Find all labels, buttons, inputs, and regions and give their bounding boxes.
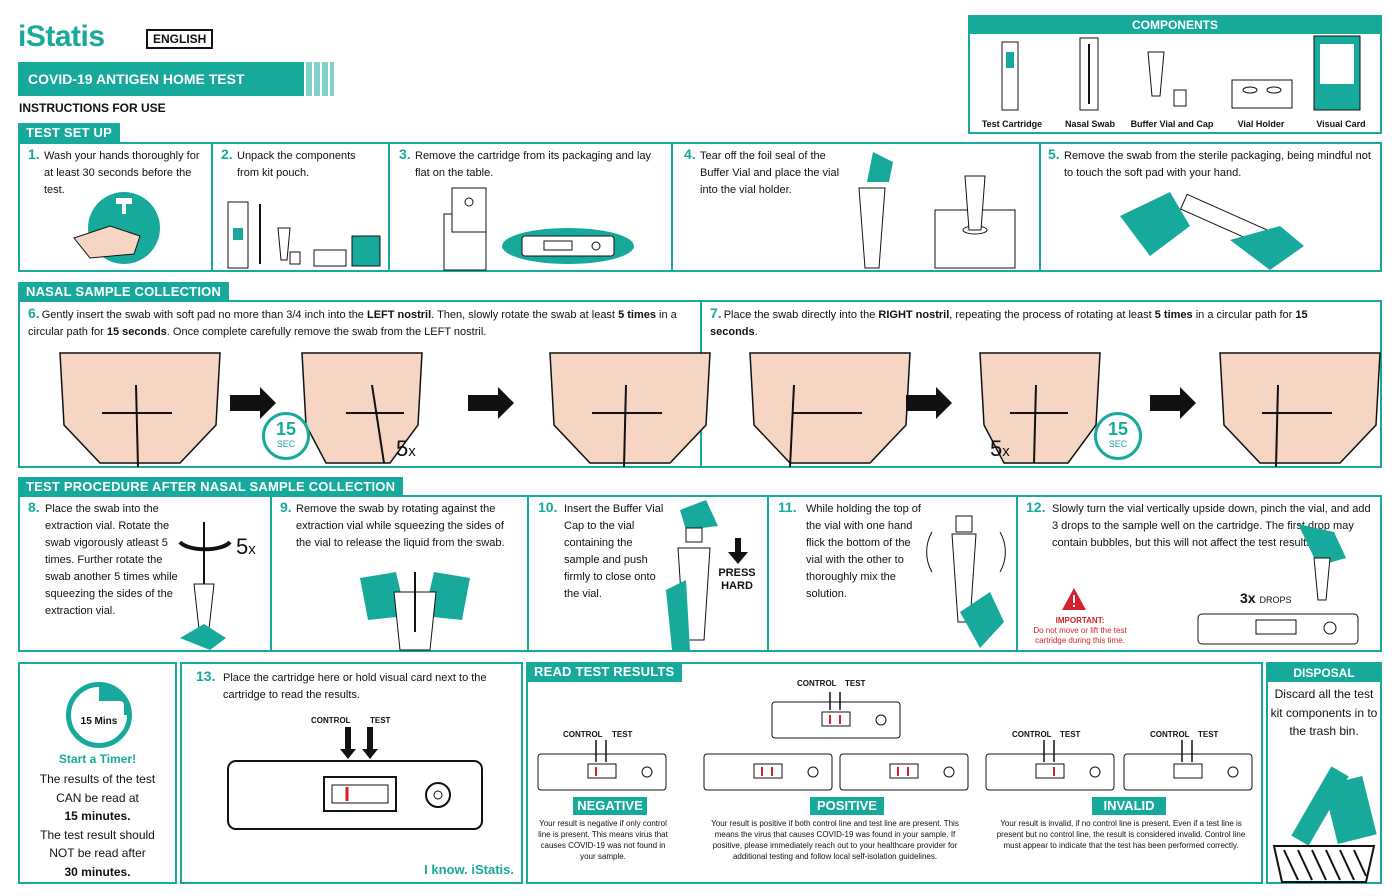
step-13-panel — [180, 662, 523, 884]
component-buffer-vial: Buffer Vial and Cap — [1130, 119, 1214, 129]
kit-contents-illustration — [227, 201, 381, 269]
components-header: COMPONENTS — [970, 17, 1380, 34]
step-9-number: 9. — [280, 499, 292, 515]
result-top-control-label: CONTROL — [797, 679, 837, 688]
times-5-step8: 5x — [236, 534, 256, 559]
results-cartridges-illustration — [537, 692, 1253, 791]
result-neg-control-label: CONTROL — [563, 730, 603, 739]
step-11-number: 11. — [778, 499, 797, 515]
tagline: I know. iStatis. — [424, 862, 514, 877]
step-4-text: Tear off the foil seal of the Buffer Via… — [700, 150, 840, 196]
step-9-text: Remove the swab by rotating against the … — [296, 503, 505, 549]
positive-text: Your result is positive if both control … — [711, 819, 959, 861]
press-cap-illustration — [666, 500, 718, 650]
step-13-control-label: CONTROL — [311, 716, 351, 725]
cartridge-on-table-illustration — [443, 187, 634, 271]
read-results-panel — [526, 662, 1263, 884]
important-warning: Do not move or lift the test cartridge d… — [1033, 626, 1127, 645]
section-header-read: READ TEST RESULTS — [526, 662, 683, 682]
result-inv1-control-label: CONTROL — [1012, 730, 1052, 739]
step-7-text: 7.Place the swab directly into the RIGHT… — [710, 305, 1308, 338]
step-5-number: 5. — [1048, 146, 1060, 162]
language-badge: ENGLISH — [146, 29, 214, 49]
handwash-illustration — [73, 192, 160, 264]
step-4-number: 4. — [684, 146, 696, 162]
page-title: COVID-19 ANTIGEN HOME TEST — [18, 62, 304, 96]
step-5-text: Remove the swab from the sterile packagi… — [1064, 150, 1371, 179]
result-top-test-label: TEST — [845, 679, 866, 688]
result-inv1-test-label: TEST — [1060, 730, 1081, 739]
vial-holder-illustration — [858, 152, 1016, 269]
step-11-text: While holding the top of the vial with o… — [806, 503, 921, 600]
component-visual-card: Visual Card — [1316, 119, 1366, 129]
components-illustration — [1001, 35, 1361, 111]
section-header-nasal: NASAL SAMPLE COLLECTION — [18, 282, 230, 302]
invalid-text: Your result is invalid, if no control li… — [996, 819, 1246, 850]
section-header-setup: TEST SET UP — [18, 123, 120, 143]
invalid-badge: INVALID — [1092, 797, 1166, 815]
step-3-text: Remove the cartridge from its packaging … — [415, 150, 652, 179]
cartridge-placement-illustration — [227, 727, 483, 830]
title-stripes — [306, 62, 334, 96]
important-label: IMPORTANT: — [1055, 616, 1105, 625]
component-test-cartridge: Test Cartridge — [981, 119, 1043, 129]
step-12-text: Slowly turn the vial vertically upside d… — [1052, 503, 1371, 549]
times-5-right: 5x — [990, 436, 1010, 461]
step-3-number: 3. — [399, 146, 411, 162]
step-1-text: Wash your hands thoroughly for at least … — [44, 150, 200, 196]
step-12-number: 12. — [1026, 499, 1046, 515]
press-hard-label: PRESS HARD — [718, 567, 756, 592]
section-header-procedure: TEST PROCEDURE AFTER NASAL SAMPLE COLLEC… — [18, 477, 404, 497]
swab-packaging-illustration — [1120, 192, 1304, 270]
step-5-panel — [1039, 142, 1382, 272]
warning-icon — [1062, 588, 1086, 610]
step-10-text: Insert the Buffer Vial Cap to the vial c… — [564, 503, 664, 600]
page-subtitle: INSTRUCTIONS FOR USE — [19, 101, 166, 115]
disposal-text: Discard all the test kit components in t… — [1270, 687, 1378, 738]
timer-label: 15 Mins — [80, 716, 118, 727]
step-1-number: 1. — [28, 146, 40, 162]
flick-vial-illustration — [926, 515, 1006, 648]
times-5-left: 5x — [396, 436, 416, 461]
result-inv2-test-label: TEST — [1198, 730, 1219, 739]
step-13-number: 13. — [196, 668, 216, 684]
step-13-test-label: TEST — [370, 716, 391, 725]
step-10-number: 10. — [538, 499, 558, 515]
drops-label: 3x DROPS — [1240, 590, 1292, 606]
step-2-text: Unpack the components from kit pouch. — [237, 150, 356, 179]
trash-bin-illustration — [1272, 766, 1377, 883]
logo: iStatis — [18, 20, 105, 53]
result-neg-test-label: TEST — [612, 730, 633, 739]
negative-text: Your result is negative if only control … — [538, 819, 668, 861]
step-13-text: Place the cartridge here or hold visual … — [223, 672, 487, 701]
timer-panel — [18, 662, 177, 884]
step-12-panel — [1016, 495, 1382, 652]
result-inv2-control-label: CONTROL — [1150, 730, 1190, 739]
component-vial-holder: Vial Holder — [1237, 119, 1285, 129]
step-2-number: 2. — [221, 146, 233, 162]
step-8-number: 8. — [28, 499, 40, 515]
positive-badge: POSITIVE — [810, 797, 884, 815]
nasal-faces-illustration — [59, 352, 1381, 468]
negative-badge: NEGATIVE — [573, 797, 647, 815]
timer-heading: Start a Timer! — [58, 752, 137, 766]
timer-icon — [66, 682, 132, 748]
disposal-header: DISPOSAL — [1268, 664, 1380, 682]
add-drops-illustration — [1197, 524, 1359, 645]
step-6-text: 6.Gently insert the swab with soft pad n… — [28, 305, 677, 338]
swab-rotate-illustration — [178, 522, 232, 650]
squeeze-vial-illustration — [360, 572, 470, 651]
step-8-text: Place the swab into the extraction vial.… — [45, 503, 178, 617]
component-nasal-swab: Nasal Swab — [1064, 119, 1116, 129]
components-panel — [968, 15, 1382, 134]
press-down-arrow — [728, 538, 748, 564]
